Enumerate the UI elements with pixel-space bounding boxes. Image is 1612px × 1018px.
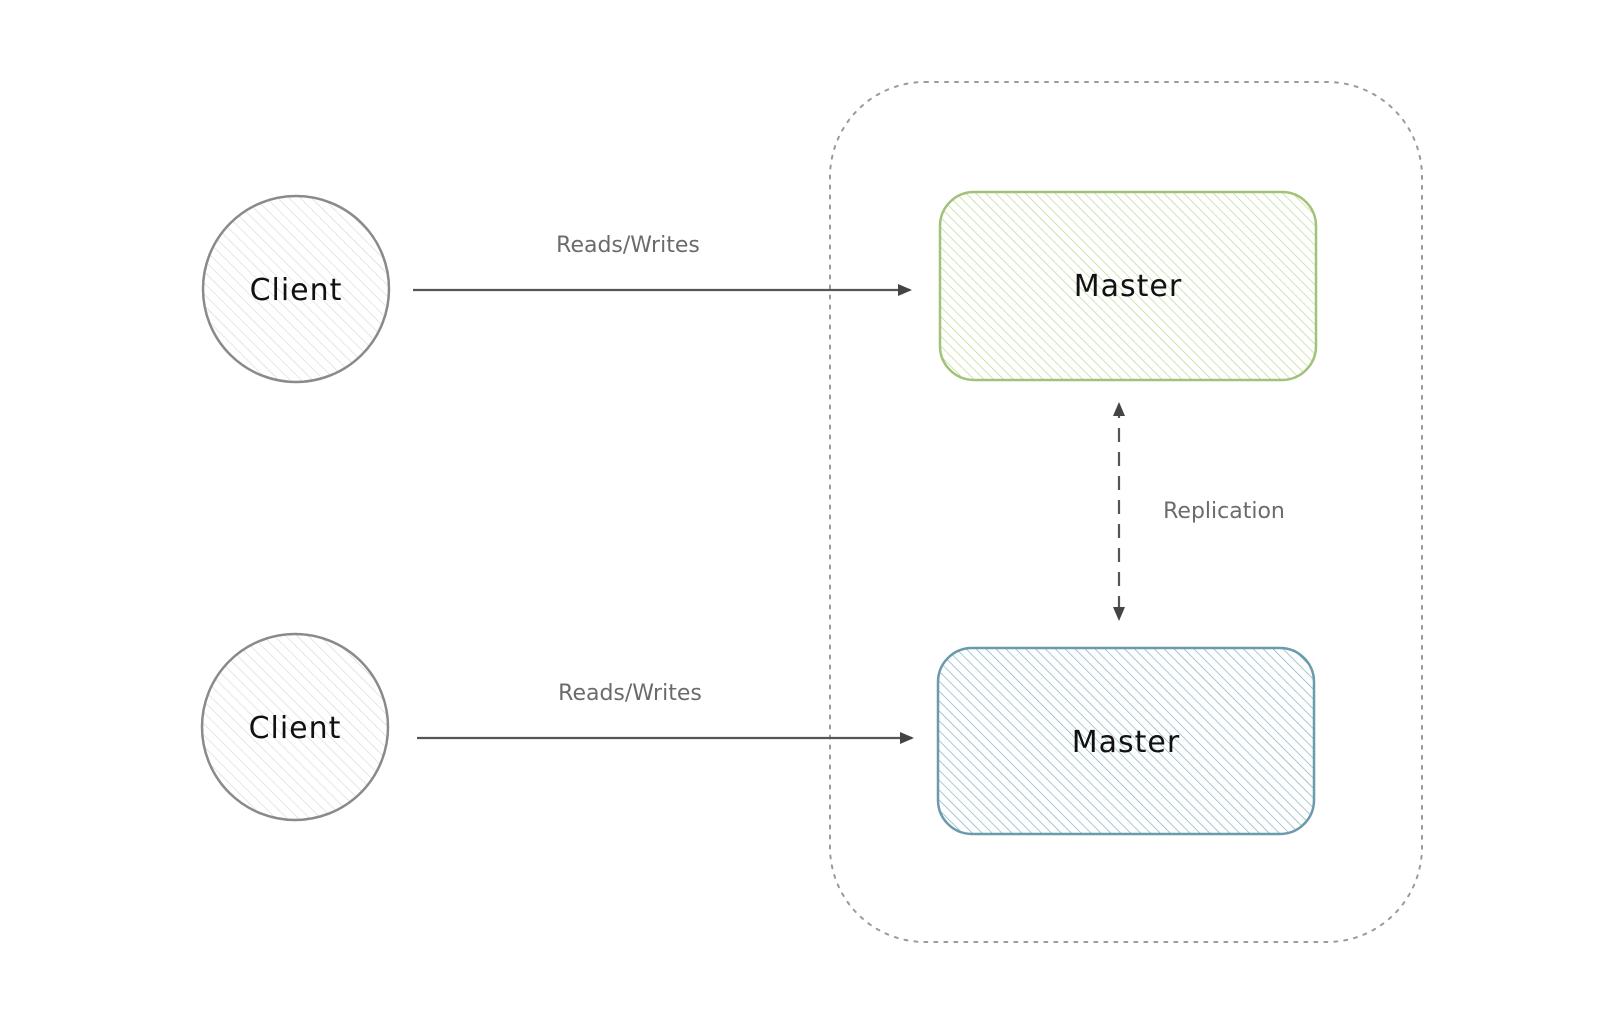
replication-arrow: Replication bbox=[1113, 402, 1285, 621]
server-group-boundary bbox=[829, 81, 1423, 943]
client-node-top[interactable]: Client bbox=[201, 194, 391, 384]
client-top-label: Client bbox=[250, 273, 343, 308]
reads-writes-label-top: Reads/Writes bbox=[556, 233, 700, 258]
reads-writes-label-bottom: Reads/Writes bbox=[558, 681, 702, 706]
client-bottom-label: Client bbox=[249, 711, 342, 746]
master-node-bottom[interactable]: Master bbox=[936, 646, 1316, 836]
reads-writes-arrow-bottom: Reads/Writes bbox=[417, 681, 914, 744]
master-top-label: Master bbox=[1074, 269, 1182, 304]
client-node-bottom[interactable]: Client bbox=[200, 632, 390, 822]
master-node-top[interactable]: Master bbox=[938, 190, 1318, 382]
replication-label: Replication bbox=[1163, 499, 1285, 524]
master-bottom-label: Master bbox=[1072, 725, 1180, 760]
reads-writes-arrow-top: Reads/Writes bbox=[413, 233, 912, 296]
